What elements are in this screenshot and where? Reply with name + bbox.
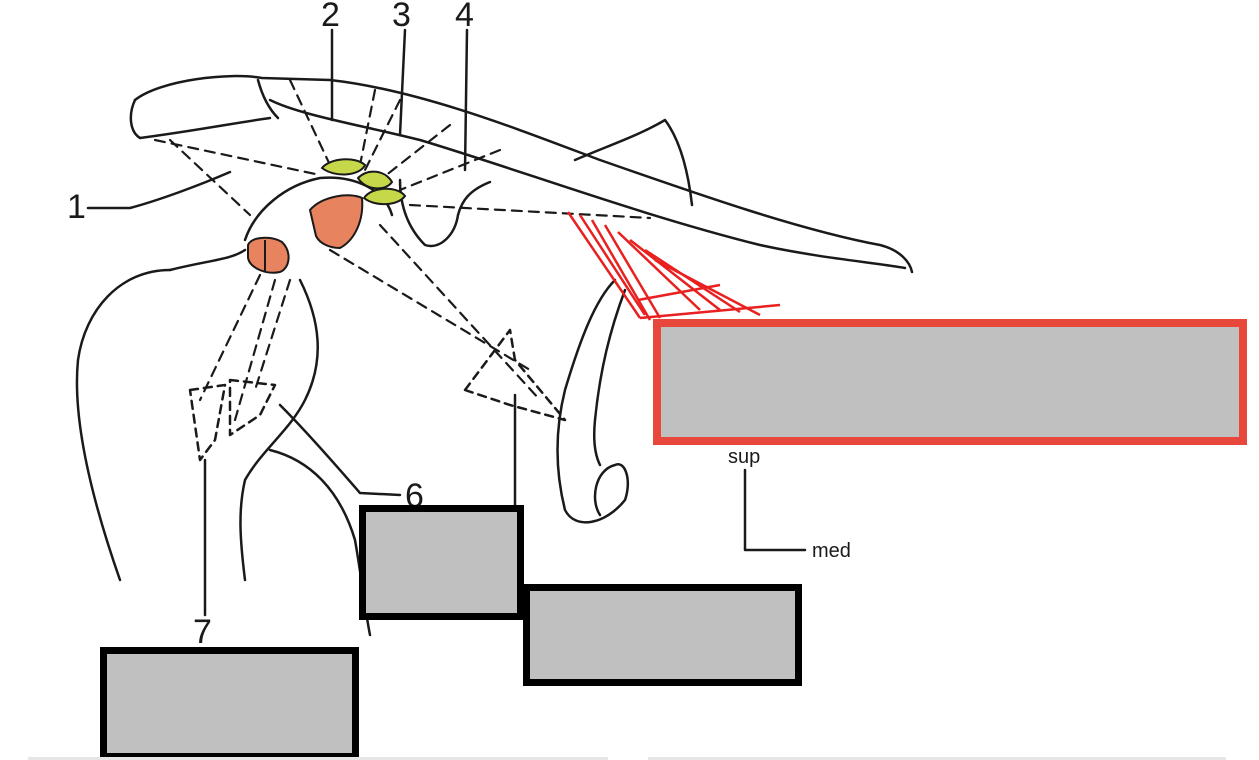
scapula-spine [573, 118, 694, 207]
humerus-right [239, 278, 319, 582]
label-3: 3 [392, 0, 411, 34]
orientation-med-label: med [812, 540, 851, 562]
label-mask-lower-middle[interactable] [523, 584, 802, 686]
label-7: 7 [193, 613, 212, 651]
label-mask-middle[interactable] [359, 505, 524, 620]
arrowhead-large [463, 328, 567, 422]
arrowhead-left-b [228, 378, 277, 437]
bottom-edge-strip-right [648, 757, 1226, 760]
orientation-axis [743, 468, 807, 552]
coracoid [398, 178, 492, 248]
biceps-tendon [556, 278, 630, 524]
leader-line-6 [278, 403, 402, 497]
bottom-edge-strip-left [28, 757, 608, 760]
yellow-green-ligament-a [320, 158, 367, 176]
salmon-ligament-lower [247, 236, 290, 274]
clavicle-lower-edge [268, 98, 907, 270]
salmon-ligament-upper [308, 194, 364, 250]
label-mask-lower-left[interactable] [100, 647, 359, 760]
leader-line-4 [463, 28, 469, 172]
label-2: 2 [321, 0, 340, 34]
yellow-green-ligament-c [362, 187, 407, 206]
humerus-neck [168, 248, 247, 272]
acromion-tip [256, 78, 280, 120]
red-ligament-fibers [566, 211, 781, 321]
label-4: 4 [455, 0, 474, 34]
acromion-lower-edge [129, 98, 272, 140]
humerus-inner [268, 448, 372, 637]
leader-line-1 [86, 170, 232, 210]
humerus-left-shaft [75, 268, 172, 582]
arrowhead-left-a [188, 383, 227, 462]
leader-line-3 [398, 28, 407, 137]
yellow-green-ligament-b [356, 170, 394, 190]
orientation-sup-label: sup [728, 446, 760, 468]
biceps-tendon-inner [592, 288, 627, 467]
label-1: 1 [67, 188, 86, 226]
label-mask-upper-right[interactable] [653, 319, 1247, 445]
